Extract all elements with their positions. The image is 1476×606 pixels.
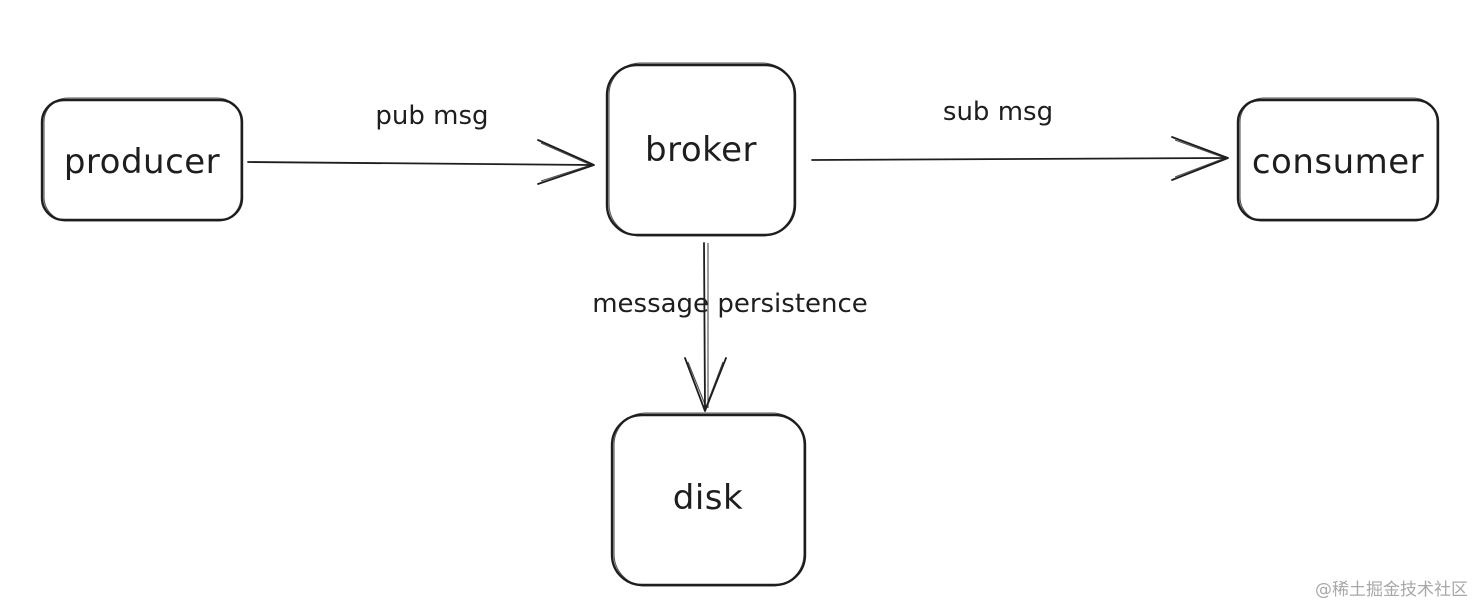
edge-broker-to-disk-label: message persistence <box>592 289 868 319</box>
node-consumer: consumer <box>1236 97 1440 222</box>
node-producer: producer <box>40 97 244 222</box>
edge-producer-to-broker: pub msg <box>247 101 595 185</box>
edge-broker-to-consumer: sub msg <box>811 97 1229 181</box>
edge-producer-to-broker-label: pub msg <box>375 101 488 131</box>
edge-broker-to-consumer-label: sub msg <box>943 97 1053 127</box>
node-broker: broker <box>605 62 797 237</box>
node-broker-label: broker <box>645 130 757 170</box>
watermark-text: @稀土掘金技术社区 <box>1315 580 1468 600</box>
node-producer-label: producer <box>64 142 220 182</box>
node-disk: disk <box>610 412 807 587</box>
node-disk-label: disk <box>673 478 743 518</box>
edge-broker-to-disk: message persistence <box>592 242 868 412</box>
node-consumer-label: consumer <box>1252 142 1424 182</box>
